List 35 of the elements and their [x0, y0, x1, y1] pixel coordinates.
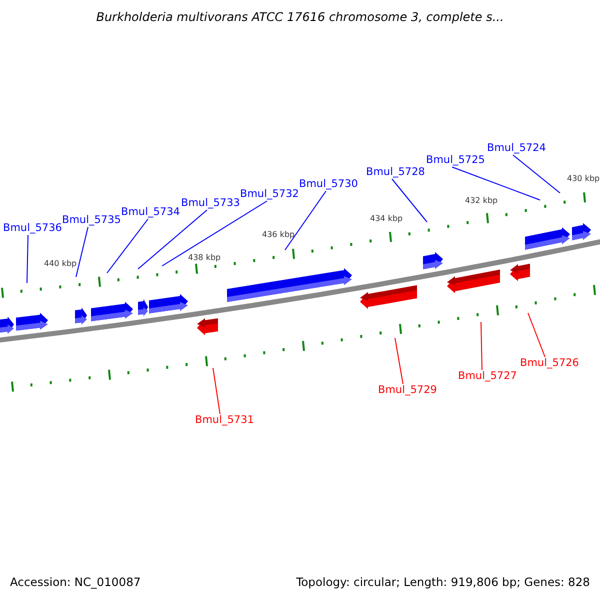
scale-label: 436 kbp	[262, 230, 295, 240]
leader-line	[452, 166, 540, 200]
leader-line	[394, 338, 404, 384]
gene-label: Bmul_5727	[458, 370, 517, 383]
gene-label: Bmul_5732	[240, 188, 299, 201]
gene-label: Bmul_5728	[366, 166, 425, 179]
leader-line	[512, 154, 560, 194]
footer-text: Topology: circular; Length: 919,806 bp; Genes: 828	[296, 575, 590, 589]
leader-line	[76, 226, 88, 278]
gene-label: Bmul_5735	[62, 214, 121, 227]
map-title: Burkholderia multivorans ATCC 17616 chromosome 3, complete s...	[95, 10, 505, 24]
gene-label: Bmul_5731	[195, 414, 254, 427]
gene-label: Bmul_5734	[121, 206, 180, 219]
scale-label: 440 kbp	[44, 259, 77, 269]
footer-text: Accession: NC_010087	[10, 575, 141, 589]
leader-line	[284, 190, 326, 250]
scale-label: 438 kbp	[188, 253, 221, 263]
leader-line	[480, 322, 482, 370]
gene-label: Bmul_5733	[181, 197, 240, 210]
leader-line	[392, 178, 428, 222]
scale-label: 434 kbp	[370, 214, 403, 224]
leader-line	[26, 234, 28, 284]
gene-label: Bmul_5730	[299, 178, 358, 191]
leader-line	[528, 312, 546, 358]
gene-label: Bmul_5724	[487, 142, 546, 155]
gene-label: Bmul_5726	[520, 357, 579, 370]
gene-label: Bmul_5725	[426, 154, 485, 167]
scale-label: 432 kbp	[465, 196, 498, 206]
leader-line	[138, 210, 208, 270]
gene-label: Bmul_5729	[378, 384, 437, 397]
leader-line	[162, 200, 268, 266]
scale-label: 430 kbp	[567, 174, 600, 184]
leader-line	[106, 218, 148, 274]
gene-label: Bmul_5736	[3, 222, 62, 235]
leader-line	[212, 368, 220, 414]
